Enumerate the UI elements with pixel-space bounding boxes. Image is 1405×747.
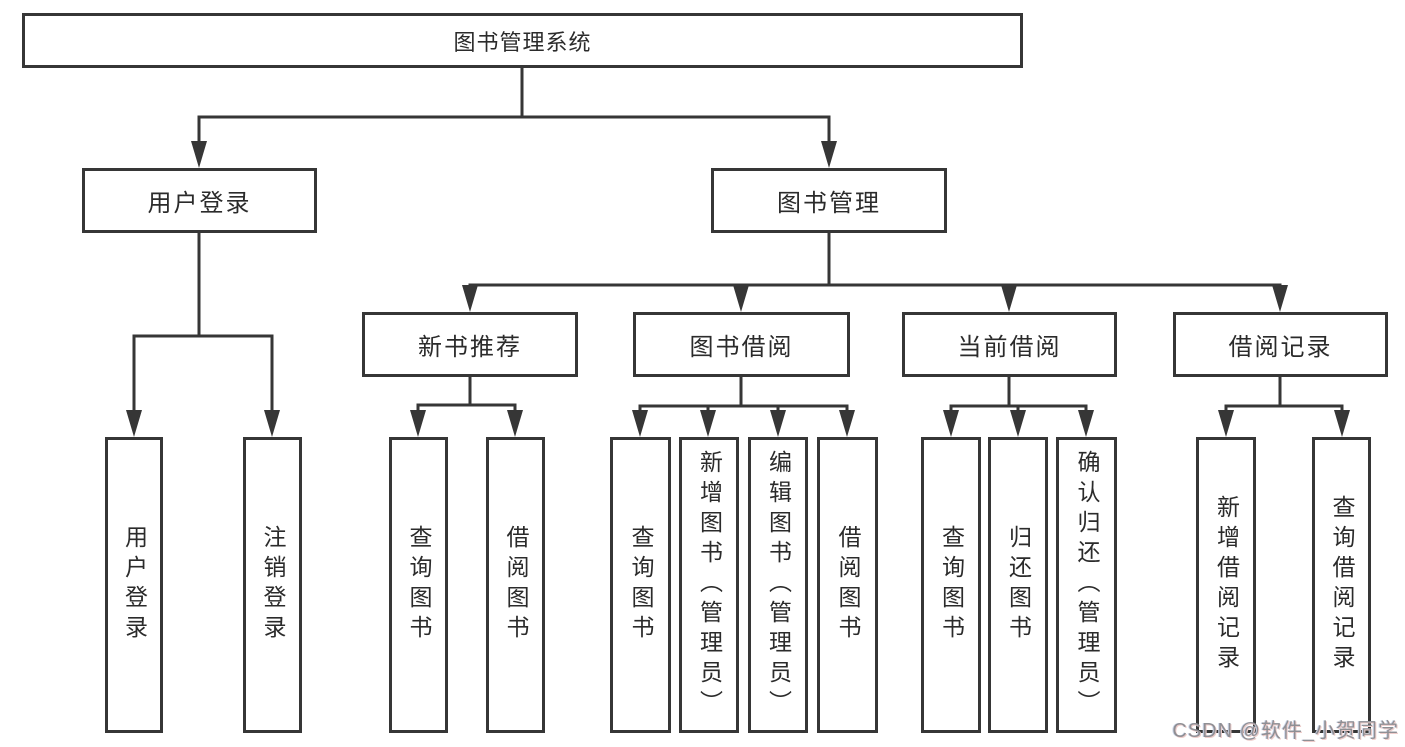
leaf-borrow-borrow-books: 借阅图书 [817,437,878,733]
leaf-user-login: 用户登录 [105,437,163,733]
leaf-borrow-borrow-books-label: 借阅图书 [835,525,861,645]
leaf-borrow-add-books-admin-label: 新增图书（管理员） [696,450,723,720]
leaf-current-return-books: 归还图书 [988,437,1048,733]
leaf-current-query-books-label: 查询图书 [938,525,965,645]
leaf-recommend-borrow-books-label: 借阅图书 [503,525,529,645]
leaf-record-add-borrow-record-label: 新增借阅记录 [1213,495,1240,675]
csdn-watermark: CSDN @软件_小贺同学 [1172,720,1399,742]
leaf-borrow-query-books-label: 查询图书 [628,525,654,645]
node-new-book-recommend-label: 新书推荐 [418,334,522,361]
leaf-borrow-edit-books-admin: 编辑图书（管理员） [748,437,808,733]
leaf-record-query-borrow-record-label: 查询借阅记录 [1329,495,1355,675]
leaf-current-confirm-return-admin-label: 确认归还（管理员） [1074,450,1100,720]
leaf-borrow-query-books: 查询图书 [610,437,671,733]
arrowheads [126,141,1350,437]
node-borrow-record: 借阅记录 [1173,312,1388,377]
leaf-recommend-borrow-books: 借阅图书 [486,437,545,733]
node-current-borrow: 当前借阅 [902,312,1117,377]
node-root: 图书管理系统 [22,13,1023,68]
node-new-book-recommend: 新书推荐 [362,312,578,377]
leaf-logout-label: 注销登录 [260,525,286,645]
node-book-borrow-label: 图书借阅 [689,334,794,361]
leaf-current-return-books-label: 归还图书 [1005,525,1032,645]
leaf-logout: 注销登录 [243,437,302,733]
node-root-label: 图书管理系统 [453,29,592,55]
leaf-record-query-borrow-record: 查询借阅记录 [1312,437,1371,733]
leaf-user-login-label: 用户登录 [121,525,148,645]
leaf-current-confirm-return-admin: 确认归还（管理员） [1056,437,1117,733]
node-user-login-label: 用户登录 [147,190,252,217]
node-book-borrow: 图书借阅 [633,312,850,377]
node-borrow-record-label: 借阅记录 [1228,334,1333,361]
leaf-recommend-query-books: 查询图书 [389,437,448,733]
node-current-borrow-label: 当前借阅 [957,334,1062,361]
node-book-management: 图书管理 [711,168,947,233]
node-user-login: 用户登录 [82,168,317,233]
node-book-management-label: 图书管理 [777,190,881,217]
leaf-borrow-edit-books-admin-label: 编辑图书（管理员） [765,450,792,720]
leaf-current-query-books: 查询图书 [921,437,981,733]
leaf-recommend-query-books-label: 查询图书 [406,525,432,645]
leaf-borrow-add-books-admin: 新增图书（管理员） [679,437,739,733]
leaf-record-add-borrow-record: 新增借阅记录 [1196,437,1256,733]
